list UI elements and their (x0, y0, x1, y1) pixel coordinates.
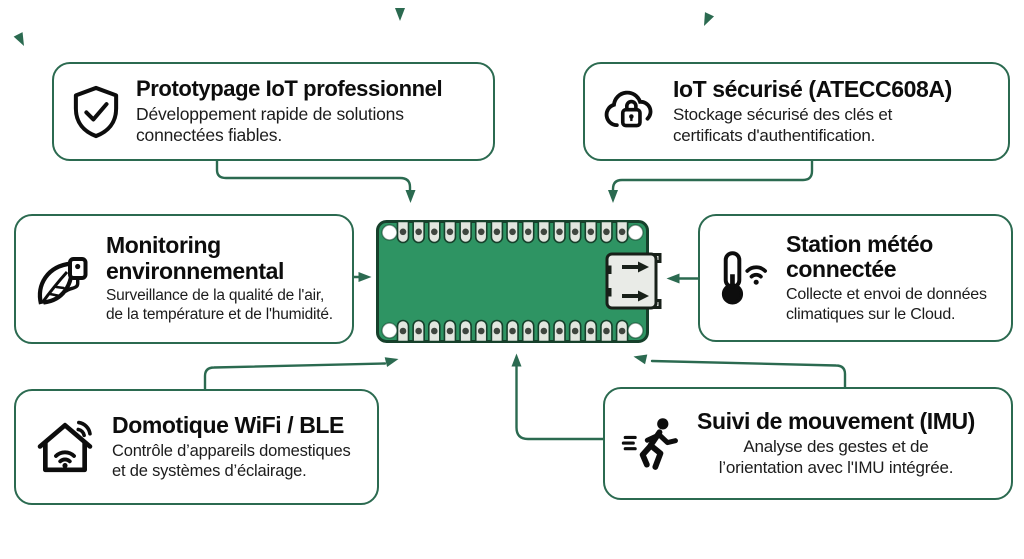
pcb-pin-hole (524, 327, 532, 335)
pcb-pin-hole (540, 327, 548, 335)
decor-arrowhead-top-right (704, 12, 715, 26)
pcb-pin-hole (587, 327, 595, 335)
decor-arrowhead-top-left (13, 32, 24, 46)
pcb-pin-hole (556, 327, 563, 335)
pcb-pin-hole (462, 327, 469, 335)
pcb-pin-hole (415, 228, 422, 236)
pcb-pin-hole (493, 228, 501, 236)
subtitle-line: Analyse des gestes et de (743, 436, 929, 456)
subtitle-line: l’orientation avec l'IMU intégrée. (718, 457, 954, 477)
connector-monitoring-to-board (352, 272, 372, 282)
connector-motion-top-to-board (633, 354, 847, 389)
pcb-pin-hole (477, 327, 485, 335)
microcontroller-board (376, 220, 662, 343)
usb-arrow-icon (622, 261, 649, 302)
title-line: IoT sécurisé (ATECC608A) (673, 75, 952, 102)
pcb-pin-hole (431, 228, 438, 236)
subtitle-line: Surveillance de la qualité de l'air, (106, 286, 325, 304)
decor-arrowhead-top-center (395, 8, 405, 21)
pcb-pin-hole (618, 327, 626, 335)
thermometer-wifi-icon (714, 244, 774, 312)
pcb-pin-hole (446, 327, 454, 335)
usecase-title: Domotique WiFi / BLE (112, 411, 351, 438)
subtitle-line: et de systèmes d’éclairage. (112, 462, 307, 481)
pcb-pin-hole (587, 228, 595, 236)
mounting-hole (381, 322, 398, 339)
usecase-subtitle: Surveillance de la qualité de l'air,de l… (106, 287, 333, 325)
pcb-pin-hole (493, 327, 501, 335)
pin-row-bottom (396, 319, 629, 343)
leaf-sensor-icon (30, 245, 94, 313)
mounting-hole (381, 224, 398, 241)
connector-prototyping-to-board (215, 159, 416, 203)
pcb-pin-hole (446, 228, 454, 236)
pcb-pin-hole (571, 327, 579, 335)
subtitle-line: certificats d'authentification. (673, 125, 876, 145)
subtitle-line: Stockage sécurisé des clés et (673, 104, 893, 124)
title-line: Suivi de mouvement (IMU) (697, 407, 975, 434)
pcb-pin-hole (524, 228, 532, 236)
pcb-pin-hole (431, 327, 438, 335)
usecase-card-motion-tracking: Suivi de mouvement (IMU) Analyse des ges… (603, 387, 1013, 500)
connector-domotics-to-board (203, 357, 399, 391)
pcb-pin-hole (509, 327, 516, 335)
pcb-pin-hole (540, 228, 548, 236)
pcb-pin-hole (603, 228, 610, 236)
title-line: Monitoring (106, 232, 221, 259)
subtitle-line: climatiques sur le Cloud. (786, 305, 956, 323)
subtitle-line: Contrôle d’appareils domestiques (112, 442, 351, 461)
subtitle-line: Collecte et envoi de données (786, 286, 987, 304)
pcb-pin-hole (415, 327, 422, 335)
house-wifi-icon (30, 413, 100, 481)
usecase-title: Prototypage IoT professionnel (136, 75, 443, 101)
subtitle-line: de la température et de l'humidité. (106, 305, 333, 323)
pcb-pin-hole (618, 228, 626, 236)
usecase-card-domotics: Domotique WiFi / BLE Contrôle d’appareil… (14, 389, 379, 505)
title-line: Prototypage IoT professionnel (136, 75, 443, 101)
pcb-pin-hole (399, 228, 407, 236)
pcb-pin-hole (509, 228, 516, 236)
mounting-hole (627, 224, 644, 241)
usecase-card-prototyping: Prototypage IoT professionnel Développem… (52, 62, 495, 161)
pin-row-top (396, 220, 629, 244)
cloud-lock-icon (599, 83, 661, 141)
usecase-title: Suivi de mouvement (IMU) (697, 407, 975, 434)
title-line: Station météo (786, 230, 933, 257)
subtitle-line: Développement rapide de solutions (136, 103, 404, 124)
title-line: environnemental (106, 257, 285, 284)
subtitle-line: connectées fiables. (136, 125, 283, 146)
pcb-pin-hole (556, 228, 563, 236)
usecase-title: IoT sécurisé (ATECC608A) (673, 75, 952, 102)
title-line: connectée (786, 255, 897, 282)
pcb-pin-hole (462, 228, 469, 236)
pcb-pin-hole (603, 327, 610, 335)
shield-check-icon (68, 81, 124, 143)
pcb-pin-hole (399, 327, 407, 335)
title-line: Domotique WiFi / BLE (112, 411, 344, 438)
usecase-card-secure-iot: IoT sécurisé (ATECC608A) Stockage sécuri… (583, 62, 1010, 161)
mounting-hole (627, 322, 644, 339)
connector-secure-to-board (608, 159, 814, 203)
pcb-pin-hole (571, 228, 579, 236)
pcb-pin-hole (477, 228, 485, 236)
runner-icon (619, 414, 685, 474)
connector-motion-left-to-board (511, 353, 605, 441)
connector-weather-to-board (666, 273, 700, 284)
micro-usb-connector (605, 252, 662, 310)
